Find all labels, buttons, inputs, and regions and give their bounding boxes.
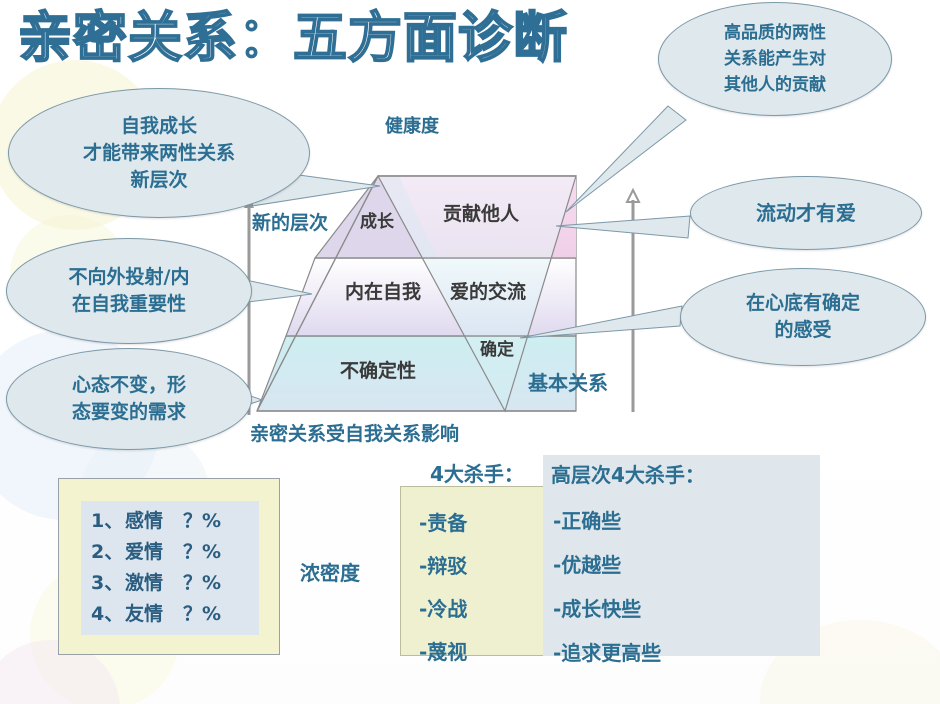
row-index: 4、 (91, 603, 124, 625)
list-item: 4、友情 ？% (91, 599, 259, 630)
row-value: ？% (183, 541, 222, 563)
high-level-killer-item: -优越些 (553, 553, 622, 577)
label-new-level: 新的层次 (252, 212, 329, 234)
row-name: 感情 (125, 510, 164, 532)
high-level-killers-heading: 高层次4大杀手： (551, 463, 705, 487)
callout-mindset[interactable]: 心态不变，形 态要变的需求 (6, 348, 252, 450)
pyramid-label-contribute: 贡献他人 (443, 203, 520, 225)
callout-line: 态要变的需求 (71, 401, 186, 423)
callout-certainty-feeling[interactable]: 在心底有确定 的感受 (680, 268, 926, 366)
row-name: 激情 (125, 572, 164, 594)
row-name: 爱情 (125, 541, 164, 563)
row-name: 友情 (125, 603, 164, 625)
callout-line: 的感受 (774, 319, 832, 341)
pyramid-label-growth: 成长 (360, 212, 394, 232)
callout-line: 才能带来两性关系 (82, 141, 235, 164)
callout-line: 在心底有确定 (745, 292, 860, 314)
page-title: 亲密关系：五方面诊断 (17, 5, 568, 70)
callout-line: 新层次 (130, 168, 188, 191)
row-value: ？% (183, 510, 222, 532)
callout-no-projection[interactable]: 不向外投射/内 在自我重要性 (6, 238, 252, 344)
axis-label-health: 健康度 (385, 116, 439, 137)
killer-item: -冷战 (419, 597, 468, 621)
killer-item: -蔑视 (419, 640, 468, 664)
callout-line: 不向外投射/内 (68, 266, 190, 288)
killers-heading: 4大杀手： (430, 462, 524, 486)
callout-line: 心态不变，形 (71, 374, 186, 396)
row-index: 3、 (91, 572, 124, 594)
killer-item: -责备 (419, 511, 468, 535)
label-basic-relationship: 基本关系 (528, 371, 608, 395)
high-level-killer-item: -追求更高些 (553, 641, 662, 665)
density-panel: 1、感情 ？% 2、爱情 ？% 3、激情 ？% 4、友情 ？% (58, 478, 280, 655)
row-value: ？% (183, 572, 222, 594)
callout-line: 流动才有爱 (756, 201, 856, 225)
list-item: 2、爱情 ？% (91, 537, 259, 568)
row-index: 1、 (91, 510, 124, 532)
list-item: 1、感情 ？% (91, 506, 259, 537)
pyramid-label-certainty: 确定 (480, 340, 514, 360)
high-level-killer-item: -正确些 (553, 509, 622, 533)
callout-self-growth[interactable]: 自我成长 才能带来两性关系 新层次 (8, 88, 310, 218)
row-index: 2、 (91, 541, 124, 563)
killer-item: -辩驳 (419, 554, 468, 578)
callout-flow-love[interactable]: 流动才有爱 (690, 176, 922, 250)
callout-tail-topright (565, 105, 687, 213)
density-list: 1、感情 ？% 2、爱情 ？% 3、激情 ？% 4、友情 ？% (81, 501, 259, 635)
pyramid-label-uncertainty: 不确定性 (340, 360, 417, 382)
label-density: 浓密度 (300, 561, 360, 585)
callout-high-quality[interactable]: 高品质的两性 关系能产生对 其他人的贡献 (658, 2, 892, 116)
high-level-killer-item: -成长快些 (553, 597, 642, 621)
callout-line: 其他人的贡献 (724, 75, 826, 95)
callout-line: 在自我重要性 (71, 293, 186, 315)
callout-line: 关系能产生对 (724, 49, 826, 69)
pyramid-label-inner-self: 内在自我 (345, 281, 422, 303)
callout-line: 高品质的两性 (724, 23, 826, 43)
pyramid-label-love-exchange: 爱的交流 (450, 281, 527, 303)
row-value: ？% (183, 603, 222, 625)
high-level-killers-panel: 高层次4大杀手： -正确些 -优越些 -成长快些 -追求更高些 (543, 455, 820, 665)
list-item: 3、激情 ？% (91, 568, 259, 599)
diagram-caption: 亲密关系受自我关系影响 (250, 423, 460, 445)
killers-panel: -责备 -辩驳 -冷战 -蔑视 (400, 486, 545, 664)
callout-tail-right1 (555, 215, 691, 239)
right-measure-arrow (625, 187, 641, 412)
callout-line: 自我成长 (120, 114, 197, 137)
